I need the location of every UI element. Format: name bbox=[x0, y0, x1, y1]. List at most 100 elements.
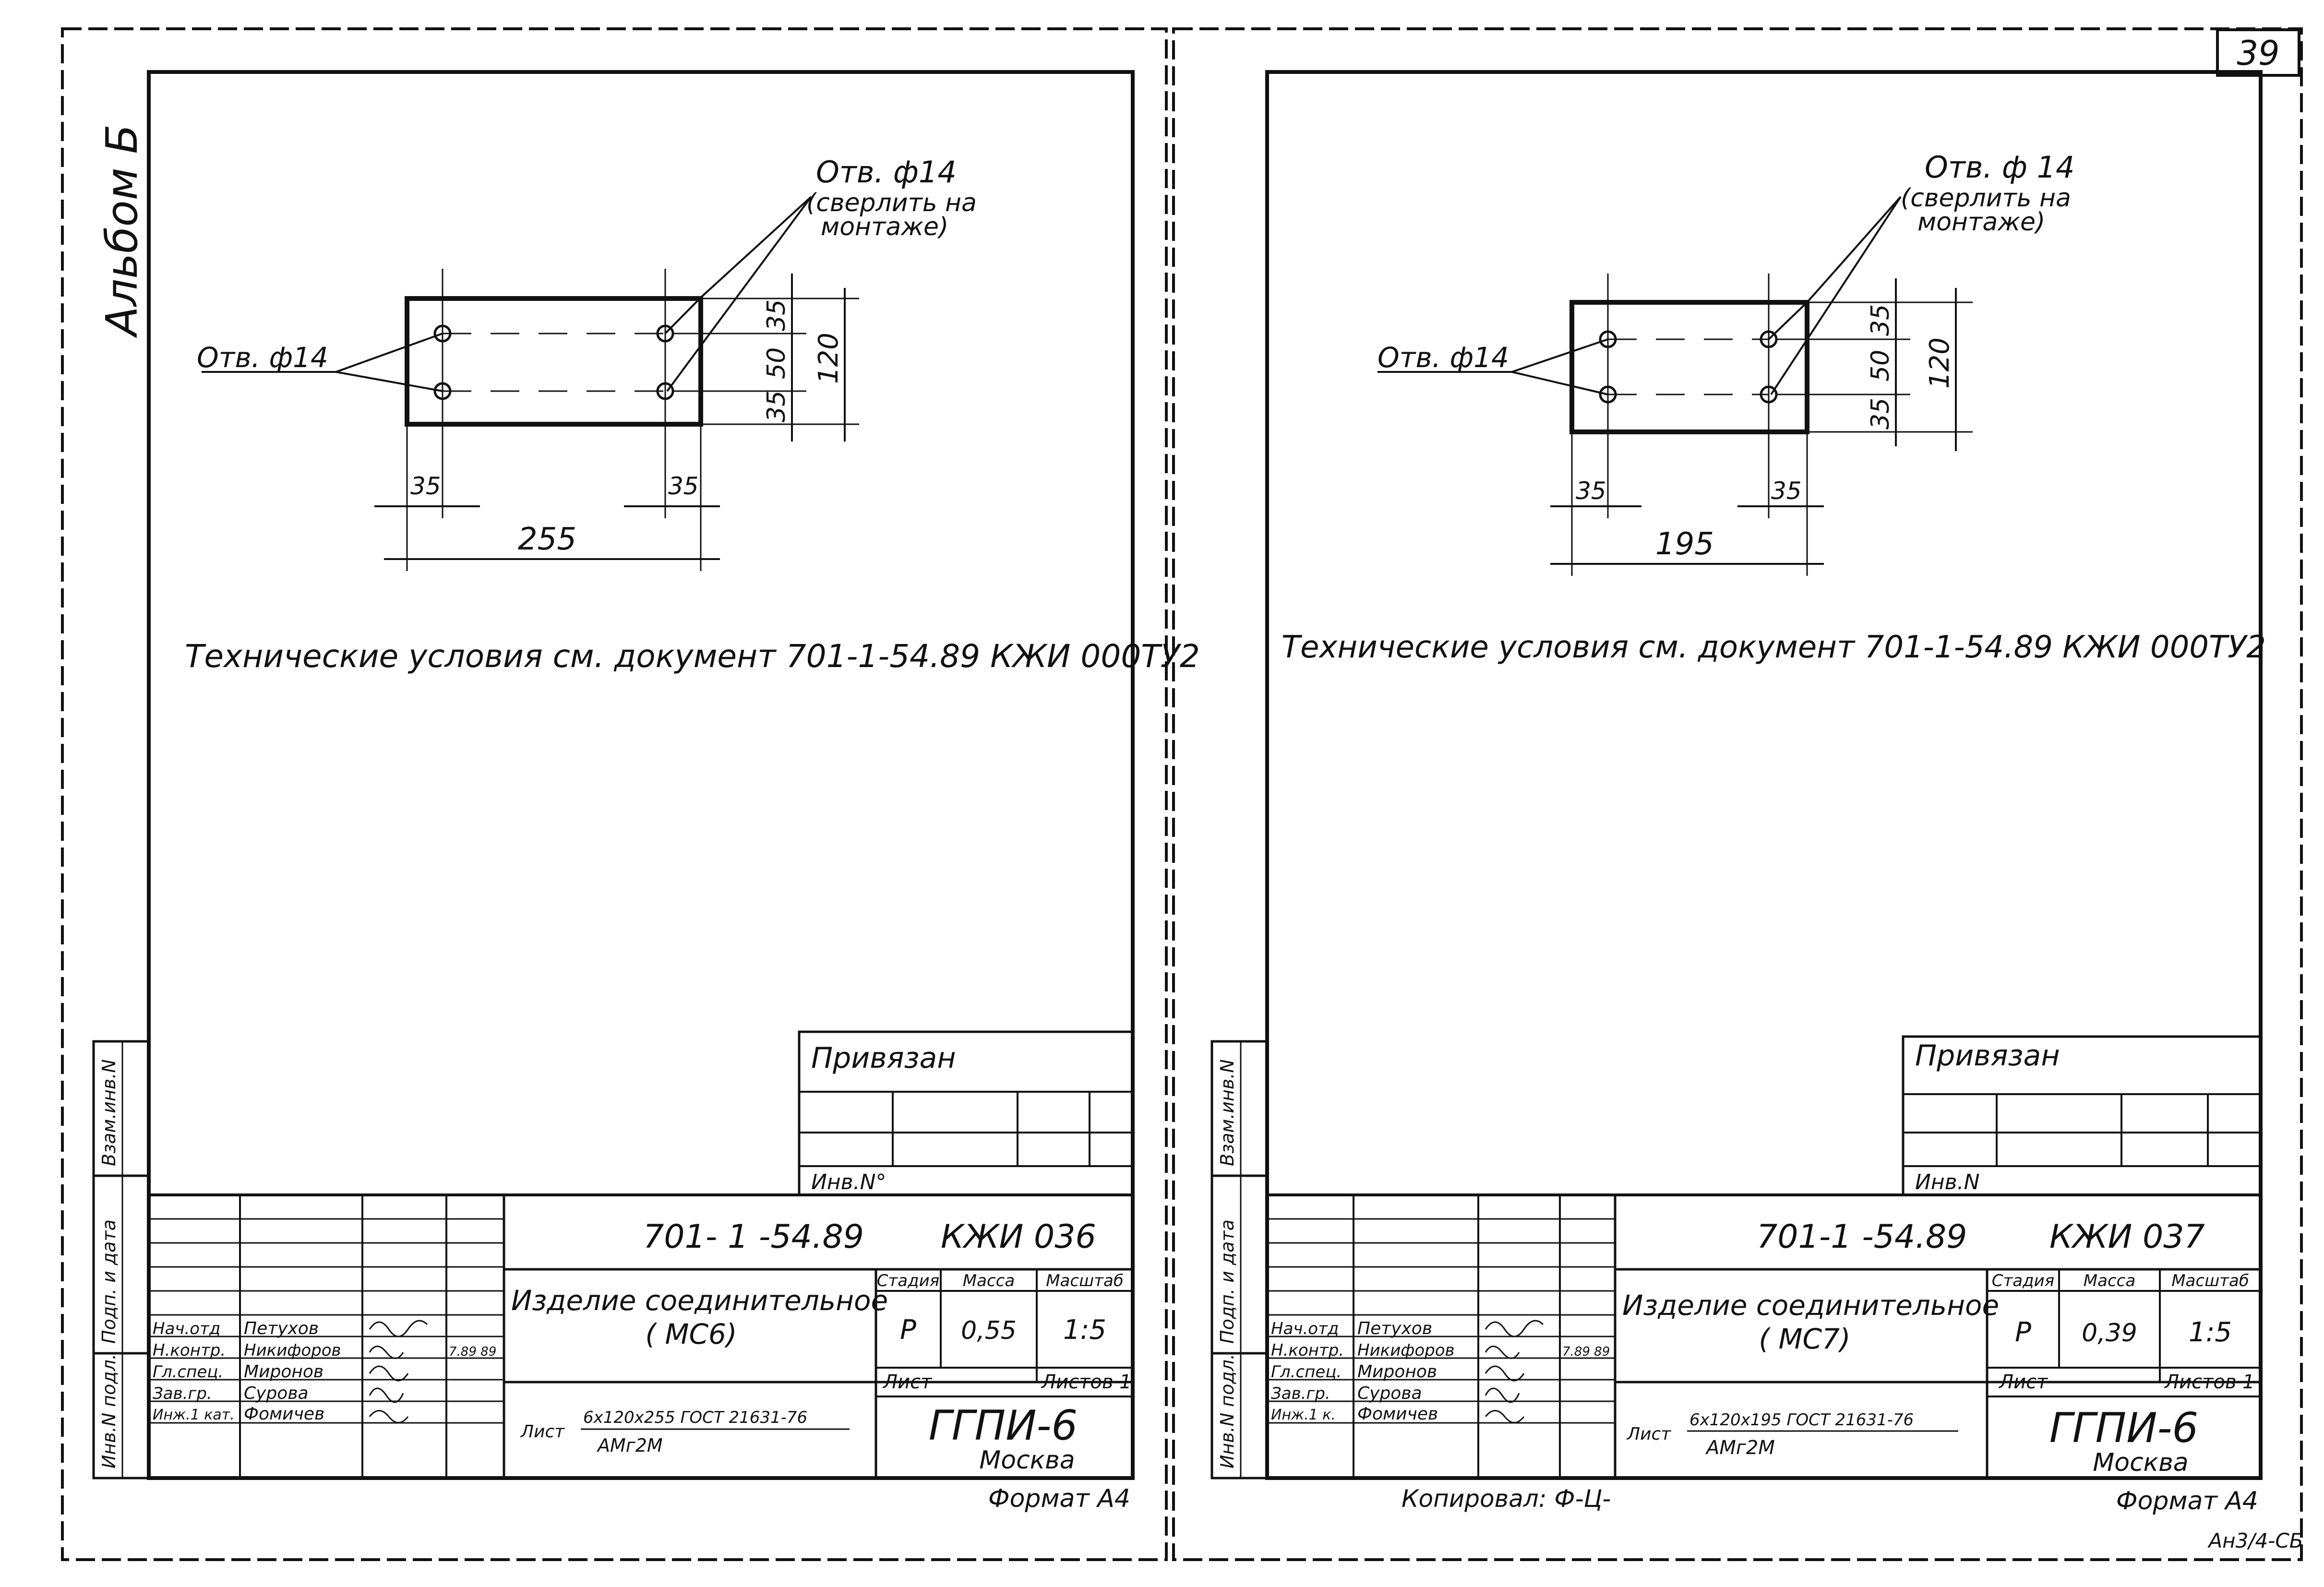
format-label: Формат А4 bbox=[2116, 1487, 2258, 1515]
plate-outline bbox=[1569, 300, 1809, 434]
col-mass: Масса bbox=[963, 1271, 1015, 1290]
list-label: Лист bbox=[1998, 1371, 2048, 1393]
name: Сурова bbox=[1357, 1384, 1422, 1403]
product-title: Изделие соединительное bbox=[511, 1284, 888, 1317]
org-city: Москва bbox=[979, 1446, 1075, 1475]
name: Никифоров bbox=[1357, 1341, 1455, 1360]
role: Инж.1 к. bbox=[1271, 1407, 1336, 1423]
dim-35-right: 35 bbox=[668, 472, 699, 500]
side-label-replace: Взам.инв.N bbox=[1217, 1059, 1238, 1166]
name: Фомичев bbox=[1357, 1404, 1438, 1424]
side-label-sign: Подп. и дата bbox=[98, 1219, 120, 1344]
col-stage: Стадия bbox=[1992, 1271, 2054, 1290]
signature bbox=[1485, 1387, 1520, 1403]
hole bbox=[433, 382, 452, 400]
material-prefix: Лист bbox=[1626, 1424, 1671, 1444]
mass-value: 0,39 bbox=[2082, 1319, 2137, 1348]
name: Миронов bbox=[244, 1362, 323, 1382]
dim-50: 50 bbox=[762, 347, 791, 379]
dim-35-left: 35 bbox=[1576, 477, 1606, 505]
dim-35-right: 35 bbox=[1771, 477, 1802, 505]
role: Н.контр. bbox=[1271, 1341, 1344, 1360]
scale-value: 1:5 bbox=[2189, 1317, 2232, 1348]
product-mark: ( МС6) bbox=[645, 1318, 737, 1350]
name: Никифоров bbox=[244, 1341, 341, 1360]
hole-callout-top: Отв. ф 14 bbox=[1925, 150, 2074, 185]
dim-width: 255 bbox=[518, 522, 576, 557]
scale-value: 1:5 bbox=[1063, 1314, 1106, 1346]
role: Инж.1 кат. bbox=[153, 1407, 235, 1423]
list-label: Лист bbox=[882, 1371, 933, 1393]
product-title: Изделие соединительное bbox=[1622, 1289, 1999, 1322]
col-scale: Масштаб bbox=[2171, 1271, 2249, 1290]
signature bbox=[369, 1410, 409, 1423]
hole-callout-left: Отв. ф14 bbox=[197, 341, 328, 374]
material-alloy: АМг2М bbox=[596, 1435, 663, 1456]
material-prefix: Лист bbox=[520, 1422, 565, 1442]
side-label-inv: Инв.N подл. bbox=[98, 1354, 120, 1468]
album-label: Альбом Б bbox=[97, 124, 147, 338]
privyazan-label: Привязан bbox=[811, 1041, 956, 1075]
hole-callout-note: (сверлить на bbox=[806, 189, 977, 217]
dim-35-left: 35 bbox=[410, 472, 441, 500]
col-scale: Масштаб bbox=[1046, 1271, 1124, 1290]
hole bbox=[433, 324, 452, 343]
material-spec: 6х120х255 ГОСТ 21631-76 bbox=[583, 1408, 807, 1427]
stage-value: Р bbox=[900, 1314, 916, 1346]
dim-35-bottom: 35 bbox=[1866, 398, 1895, 430]
copied-by: Копировал: Ф-Ц- bbox=[1402, 1485, 1611, 1513]
hole bbox=[1599, 330, 1617, 348]
hole bbox=[1599, 385, 1617, 404]
hole-callout-top: Отв. ф14 bbox=[816, 155, 957, 190]
material-alloy: АМг2М bbox=[1705, 1437, 1775, 1459]
dim-35-bottom: 35 bbox=[762, 391, 791, 422]
col-stage: Стадия bbox=[877, 1271, 939, 1290]
doc-sheet: КЖИ 036 bbox=[941, 1218, 1096, 1256]
role: Нач.отд bbox=[1271, 1319, 1339, 1338]
lists-label: Листов 1 bbox=[1041, 1371, 1132, 1393]
role: Гл.спец. bbox=[153, 1362, 223, 1382]
signature bbox=[369, 1320, 428, 1337]
mass-value: 0,55 bbox=[961, 1316, 1017, 1345]
side-label-sign: Подп. и дата bbox=[1217, 1219, 1238, 1344]
privyazan-label: Привязан bbox=[1915, 1039, 2060, 1073]
name: Петухов bbox=[244, 1319, 319, 1338]
tech-note: Технические условия см. документ 701-1-5… bbox=[185, 638, 1200, 675]
role: Зав.гр. bbox=[153, 1384, 212, 1403]
name: Сурова bbox=[244, 1384, 309, 1403]
doc-code: 701- 1 -54.89 bbox=[643, 1218, 864, 1256]
side-label-replace: Взам.инв.N bbox=[98, 1059, 120, 1166]
org-name: ГГПИ-6 bbox=[929, 1402, 1078, 1450]
col-mass: Масса bbox=[2084, 1271, 2135, 1290]
material-spec: 6х120х195 ГОСТ 21631-76 bbox=[1689, 1410, 1914, 1430]
outer-frame bbox=[61, 27, 2303, 1561]
name: Петухов bbox=[1357, 1319, 1432, 1338]
signature bbox=[1485, 1365, 1525, 1382]
inv-no-label: Инв.N bbox=[1915, 1170, 1980, 1194]
page-number: 39 bbox=[2237, 34, 2279, 73]
role: Нач.отд bbox=[153, 1319, 220, 1338]
dim-120: 120 bbox=[1924, 337, 1955, 389]
role: Гл.спец. bbox=[1271, 1362, 1342, 1382]
name: Фомичев bbox=[244, 1404, 324, 1424]
bottom-right-mark: Ан3/4-СБ bbox=[2207, 1529, 2303, 1552]
inv-no-label: Инв.N° bbox=[811, 1170, 886, 1194]
dim-120: 120 bbox=[813, 333, 844, 384]
org-name: ГГПИ-6 bbox=[2049, 1404, 2199, 1452]
product-mark: ( МС7) bbox=[1759, 1323, 1850, 1355]
signature bbox=[1485, 1320, 1544, 1337]
hole-callout-note: монтаже) bbox=[821, 213, 948, 241]
signature bbox=[1485, 1410, 1525, 1423]
dim-35-top: 35 bbox=[762, 299, 791, 331]
doc-sheet: КЖИ 037 bbox=[2049, 1218, 2205, 1256]
hole-callout-note: монтаже) bbox=[1917, 208, 2045, 237]
page-number-box: 39 bbox=[2216, 28, 2300, 77]
format-label: Формат А4 bbox=[988, 1484, 1130, 1513]
sign-date: 7.89 89 bbox=[1562, 1345, 1610, 1359]
hole-callout-left: Отв. ф14 bbox=[1378, 341, 1509, 374]
lists-label: Листов 1 bbox=[2164, 1371, 2255, 1393]
dim-35-top: 35 bbox=[1866, 304, 1895, 336]
name: Миронов bbox=[1357, 1362, 1437, 1382]
sheet-2: Отв. ф 14 (сверлить на монтаже) Отв. ф14… bbox=[1210, 70, 2266, 1515]
